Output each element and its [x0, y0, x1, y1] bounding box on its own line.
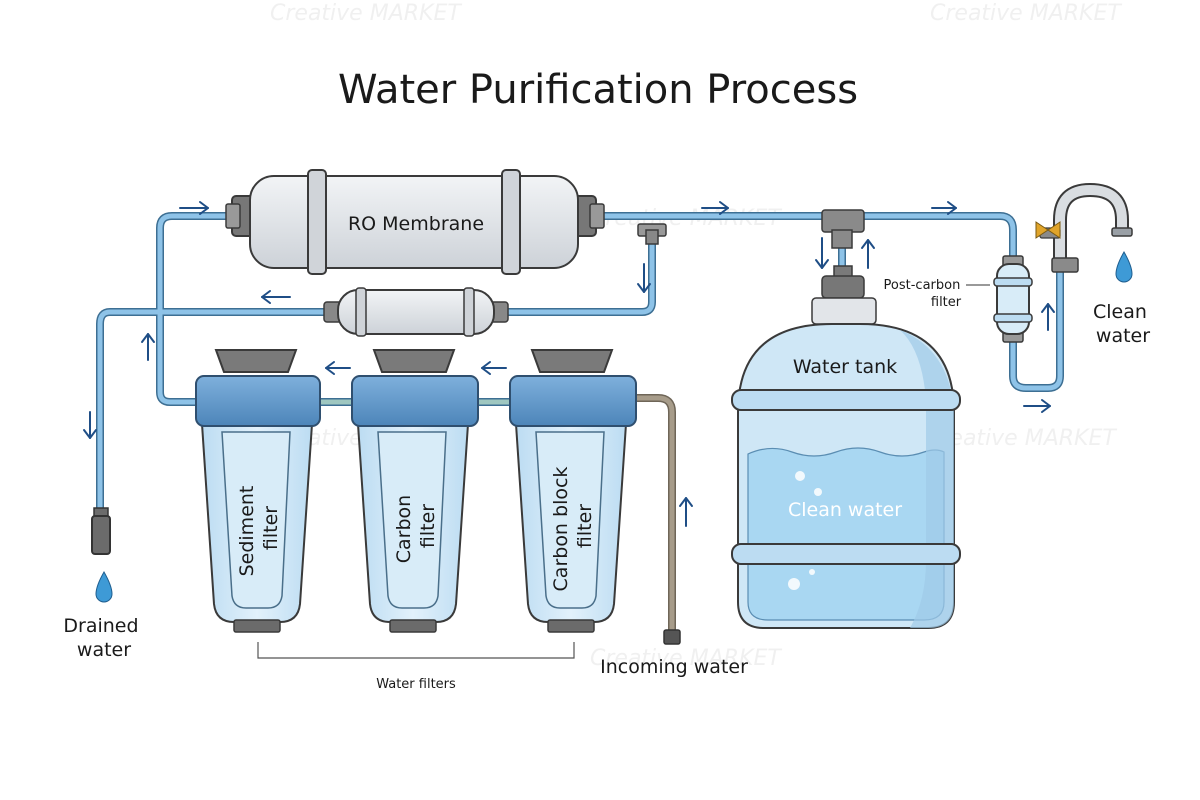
arrow-icon	[679, 497, 693, 527]
drained-water-label-line2: water	[77, 639, 131, 661]
arrow-icon	[325, 361, 351, 375]
water-tank: Water tank Clean water	[731, 209, 961, 629]
arrow-icon	[83, 411, 97, 439]
water-drop-icon	[95, 570, 113, 603]
pipes	[96, 212, 1064, 636]
post-carbon-filter-label: Post-carbon	[884, 278, 961, 293]
t-junction	[637, 223, 667, 245]
page-title: Water Purification Process	[338, 67, 858, 113]
carbon-block-filter-label-line2: filter	[574, 504, 596, 548]
water-filters-label: Water filters	[376, 677, 456, 692]
faucet-icon	[1035, 182, 1133, 273]
drain-connector	[91, 507, 111, 555]
carbon-block-filter-label: Carbon block	[550, 467, 572, 592]
tank-clean-water-label: Clean water	[788, 499, 902, 521]
watermark-text: Creative MARKET	[590, 646, 782, 671]
arrow-icon	[179, 201, 209, 215]
arrow-icon	[1041, 303, 1055, 331]
carbon-filter-label-line2: filter	[417, 504, 439, 548]
svg-text:Drained water: Drained water	[63, 615, 144, 661]
water-tank-label: Water tank	[793, 356, 897, 378]
ro-membrane-label: RO Membrane	[348, 213, 484, 235]
arrow-icon	[701, 201, 729, 215]
drained-water-label: Drained	[63, 615, 138, 637]
arrow-icon	[1023, 399, 1051, 413]
watermark-text: Creative MARKET	[930, 1, 1122, 26]
arrow-icon	[261, 290, 291, 304]
clean-water-label-line2: water	[1096, 325, 1150, 347]
post-carbon-filter: Post-carbon filter	[884, 255, 1033, 343]
arrow-icon	[481, 361, 507, 375]
sediment-filter-label-line2: filter	[260, 506, 282, 550]
water-filters-bracket: Water filters	[257, 642, 575, 692]
filter-carbon-block: Carbon block filter	[509, 349, 637, 633]
svg-text:Carbon filter: Carbon filter	[393, 489, 439, 564]
sediment-filter-label: Sediment	[236, 486, 258, 577]
filter-carbon: Carbon filter	[351, 349, 479, 633]
arrow-icon	[815, 237, 829, 269]
carbon-filter-label: Carbon	[393, 495, 415, 563]
ro-membrane: RO Membrane	[225, 169, 605, 275]
flow-arrows	[83, 201, 1055, 527]
incoming-connector	[663, 629, 681, 645]
inline-filter	[323, 287, 509, 337]
pipe-incoming	[632, 394, 676, 636]
arrow-icon	[637, 263, 651, 293]
valve-icon	[1035, 221, 1061, 239]
arrow-icon	[861, 239, 875, 269]
svg-text:Carbon block filter: Carbon block filter	[550, 461, 596, 592]
svg-text:Sediment filter: Sediment filter	[236, 480, 282, 577]
watermark-text: Creative MARKET	[270, 1, 462, 26]
incoming-water-label: Incoming water	[600, 656, 748, 678]
water-drop-icon	[1115, 250, 1133, 283]
watermark-text: Creative MARKET	[925, 426, 1117, 451]
filter-sediment: Sediment filter	[195, 349, 321, 633]
svg-text:Post-carbon filter: Post-carbon filter	[884, 278, 965, 310]
arrow-icon	[141, 333, 155, 361]
clean-water-label: Clean	[1093, 301, 1147, 323]
post-carbon-filter-label-line2: filter	[931, 295, 962, 310]
arrow-icon	[931, 201, 957, 215]
svg-text:Clean water: Clean water	[1093, 301, 1153, 347]
